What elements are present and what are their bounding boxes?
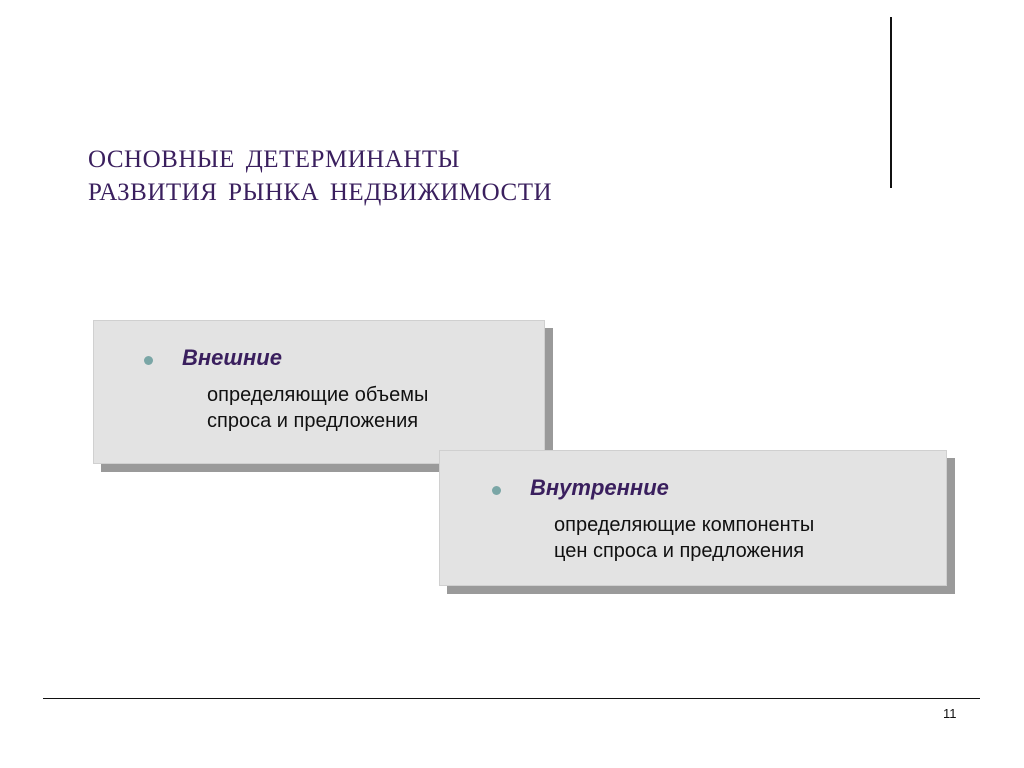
desc-line-2: цен спроса и предложения [554,540,805,562]
box-heading: Внутренние [530,475,669,500]
bullet-icon [144,356,153,365]
desc-line-1: определяющие компоненты [554,514,815,536]
slide-title: ОСНОВНЫЕ ДЕТЕРМИНАНТЫ РАЗВИТИЯ РЫНКА НЕД… [88,143,552,209]
internal-determinants-box: Внутренние определяющие компоненты цен с… [439,450,947,586]
bullet-icon [492,486,501,495]
box-description: определяющие объемы спроса и предложения [207,382,428,434]
title-line-1: ОСНОВНЫЕ ДЕТЕРМИНАНТЫ [88,146,460,173]
page-number: 11 [943,706,957,721]
title-line-2: РАЗВИТИЯ РЫНКА НЕДВИЖИМОСТИ [88,179,553,206]
box-description: определяющие компоненты цен спроса и пре… [554,512,814,564]
footer-divider [43,698,980,699]
desc-line-1: определяющие объемы [207,384,429,406]
desc-line-2: спроса и предложения [207,410,419,432]
external-determinants-box: Внешние определяющие объемы спроса и пре… [93,320,545,464]
vertical-divider [890,17,892,188]
box-heading: Внешние [182,345,282,370]
